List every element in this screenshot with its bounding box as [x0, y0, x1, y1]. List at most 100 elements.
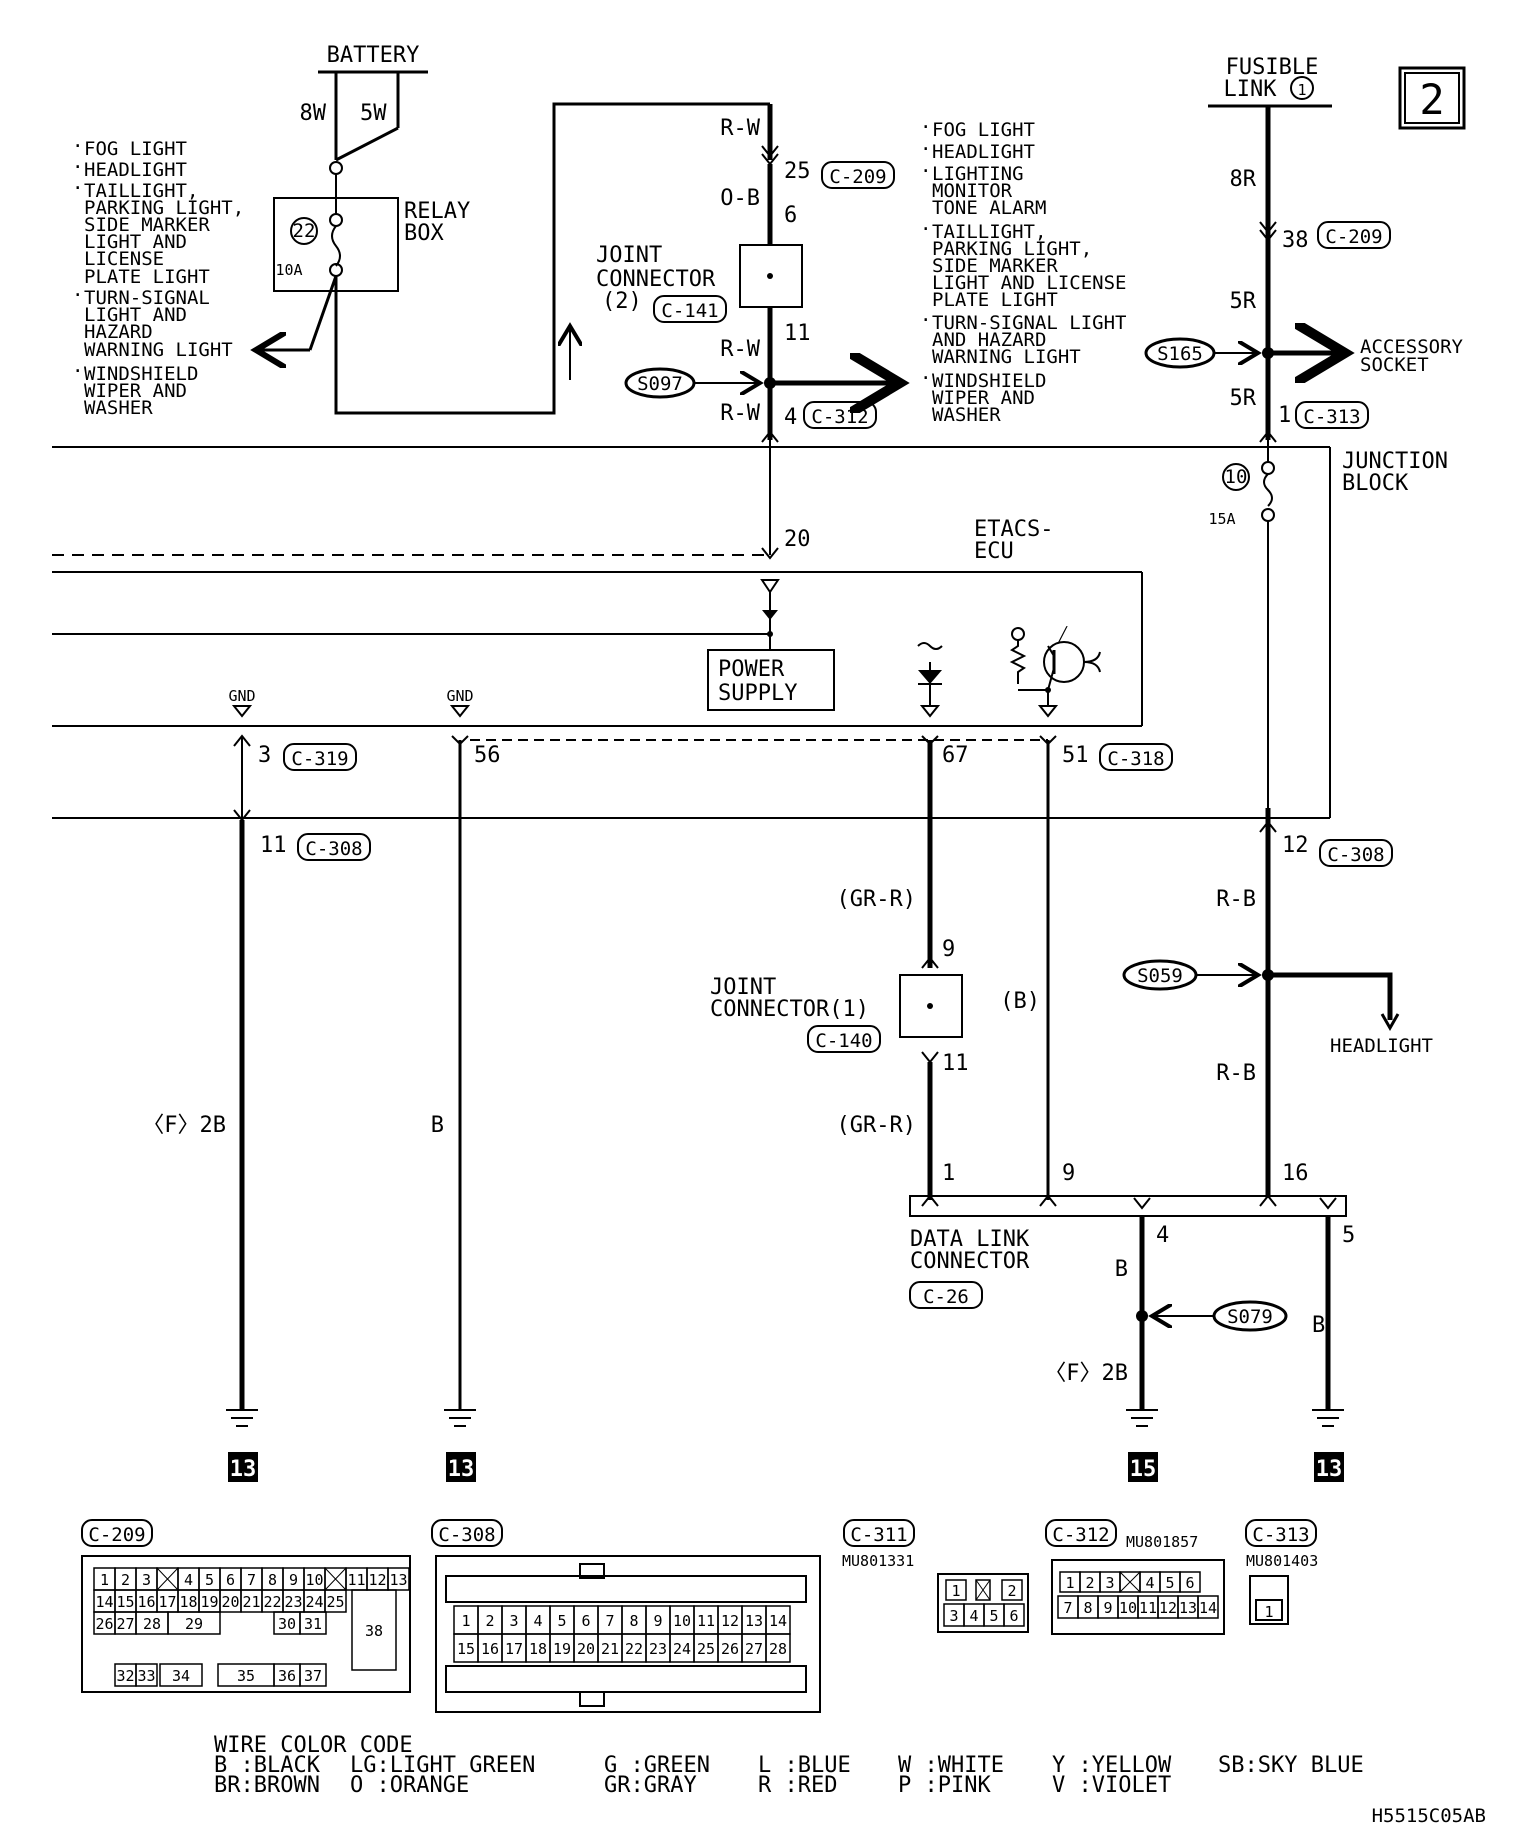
svg-text:GND: GND — [446, 687, 473, 705]
svg-text:SUPPLY: SUPPLY — [718, 681, 797, 706]
svg-text:SIDE MARKER: SIDE MARKER — [84, 214, 210, 236]
svg-text:PARKING LIGHT,: PARKING LIGHT, — [932, 238, 1092, 260]
connector-pin-number: 7 — [605, 1612, 614, 1630]
connector-pin-number: 38 — [365, 1622, 383, 1640]
connector-pin-cell — [299, 1611, 327, 1635]
connector-pin-number: 11 — [697, 1612, 715, 1630]
svg-text:C-313: C-313 — [1252, 1524, 1309, 1546]
connector-pin-number: 16 — [137, 1593, 155, 1611]
splice-s097: S097 — [637, 373, 683, 395]
svg-text:R-B: R-B — [1216, 887, 1256, 912]
connector-pin-number: 10 — [305, 1571, 323, 1589]
svg-text:CONNECTOR: CONNECTOR — [910, 1249, 1030, 1274]
connector-pin-number: 5 — [1165, 1574, 1174, 1592]
svg-text:1: 1 — [942, 1161, 955, 1186]
svg-text:POWER: POWER — [718, 657, 785, 682]
connector-pin-number: 20 — [221, 1593, 239, 1611]
svg-text:C-140: C-140 — [815, 1030, 872, 1052]
ground-wire-1: 3 C-319 11 C-308 〈F〉2B — [142, 734, 371, 1410]
connector-pin-number: 3 — [142, 1571, 151, 1589]
connector-pin-number: 14 — [769, 1612, 787, 1630]
connector-pin-number: 5 — [989, 1607, 998, 1625]
svg-text:R-W: R-W — [720, 337, 760, 362]
svg-text:ACCESSORY: ACCESSORY — [1360, 336, 1464, 358]
connector-pin-number: 4 — [533, 1612, 542, 1630]
fuse-22-number: 22 — [293, 220, 316, 242]
svg-text:B: B — [1312, 1313, 1325, 1338]
ground-symbols: 13 13 15 13 — [226, 1409, 1344, 1482]
svg-text:3: 3 — [258, 743, 271, 768]
connector-pin-cell — [167, 1611, 221, 1635]
connector-pin-cell — [299, 1663, 327, 1687]
connector-pin-number: 17 — [158, 1593, 176, 1611]
connector-pin-number: 5 — [557, 1612, 566, 1630]
svg-text:C-26: C-26 — [923, 1286, 969, 1308]
connector-pin-number: 23 — [284, 1593, 302, 1611]
connector-pin-number: 26 — [721, 1640, 739, 1658]
connector-pin-number: 32 — [116, 1667, 134, 1685]
svg-text:FOG LIGHT: FOG LIGHT — [84, 138, 187, 160]
svg-text:13: 13 — [230, 1457, 257, 1482]
connector-pin-number: 20 — [577, 1640, 595, 1658]
svg-text:LIGHT AND: LIGHT AND — [84, 304, 187, 326]
diagram-id: H5515C05AB — [1372, 1805, 1486, 1827]
connector-pin-number: 1 — [951, 1582, 960, 1600]
svg-text:O :ORANGE: O :ORANGE — [350, 1773, 469, 1798]
svg-text:R-W: R-W — [720, 116, 760, 141]
connector-pin-number: 6 — [1185, 1574, 1194, 1592]
svg-text:WARNING LIGHT: WARNING LIGHT — [84, 339, 233, 361]
connector-pin-number: 2 — [121, 1571, 130, 1589]
ground-symbol-3: 15 — [1126, 1409, 1158, 1482]
svg-text:11: 11 — [260, 833, 287, 858]
connector-pin-number: 25 — [326, 1593, 344, 1611]
svg-text:C-308: C-308 — [1327, 844, 1384, 866]
svg-text:〈F〉2B: 〈F〉2B — [1044, 1361, 1128, 1386]
ground-symbol-4: 13 — [1312, 1409, 1344, 1482]
fuse-22-circle — [290, 217, 318, 245]
connector-pin-number: 15 — [116, 1593, 134, 1611]
fuse-22-rating: 10A — [275, 261, 302, 279]
connector-pin-number: 4 — [969, 1607, 978, 1625]
connector-pin-number: 2 — [1085, 1574, 1094, 1592]
svg-text:WIRE COLOR CODE: WIRE COLOR CODE — [214, 1733, 413, 1758]
svg-text:WARNING LIGHT: WARNING LIGHT — [932, 346, 1081, 368]
svg-text:·: · — [72, 156, 83, 178]
svg-text:LIGHT AND LICENSE: LIGHT AND LICENSE — [932, 272, 1126, 294]
battery-section: BATTERY 8W 5W RELAY BOX 22 10A — [256, 43, 770, 415]
connector-pin-number: 14 — [95, 1593, 113, 1611]
connector-pin-number: 14 — [1199, 1599, 1217, 1617]
connector-pin-number: 12 — [721, 1612, 739, 1630]
svg-text:B: B — [1115, 1257, 1128, 1282]
svg-text:(GR-R): (GR-R) — [837, 887, 916, 912]
svg-text:PLATE LIGHT: PLATE LIGHT — [932, 289, 1058, 311]
svg-text:C-308: C-308 — [438, 1524, 495, 1546]
svg-text:51: 51 — [1062, 743, 1089, 768]
connector-pin-number: 15 — [457, 1640, 475, 1658]
svg-text:WIPER AND: WIPER AND — [932, 387, 1035, 409]
connector-pin-number: 6 — [581, 1612, 590, 1630]
svg-text:·: · — [920, 309, 931, 331]
page-number-box: 2 — [1398, 66, 1466, 130]
svg-text:C-141: C-141 — [661, 300, 718, 322]
rb-wire: 12 C-308 R-B HEADLIGHT S059 R-B 16 — [1122, 820, 1433, 1186]
connector-pin-number: 7 — [1063, 1599, 1072, 1617]
connector-pin-number: 33 — [137, 1667, 155, 1685]
svg-text:R :RED: R :RED — [758, 1773, 837, 1798]
connector-pin-number: 27 — [745, 1640, 763, 1658]
splice-s079: S079 — [1227, 1306, 1273, 1328]
svg-text:WINDSHIELD: WINDSHIELD — [932, 370, 1046, 392]
splice-s059: S059 — [1137, 965, 1183, 987]
connector-pin-number: 35 — [237, 1667, 255, 1685]
svg-text:5: 5 — [1342, 1223, 1355, 1248]
connector-pin-cell — [387, 1567, 410, 1591]
svg-text:13: 13 — [448, 1457, 475, 1482]
svg-text:Y :YELLOW: Y :YELLOW — [1052, 1753, 1172, 1778]
svg-text:BLOCK: BLOCK — [1342, 471, 1409, 496]
wire-8w-label: 8W — [300, 101, 327, 126]
svg-text:G :GREEN: G :GREEN — [604, 1753, 710, 1778]
svg-text:C-312: C-312 — [811, 406, 868, 428]
svg-text:·: · — [920, 138, 931, 160]
connector-pin-cell — [135, 1663, 158, 1687]
splice-s165: S165 — [1157, 343, 1203, 365]
